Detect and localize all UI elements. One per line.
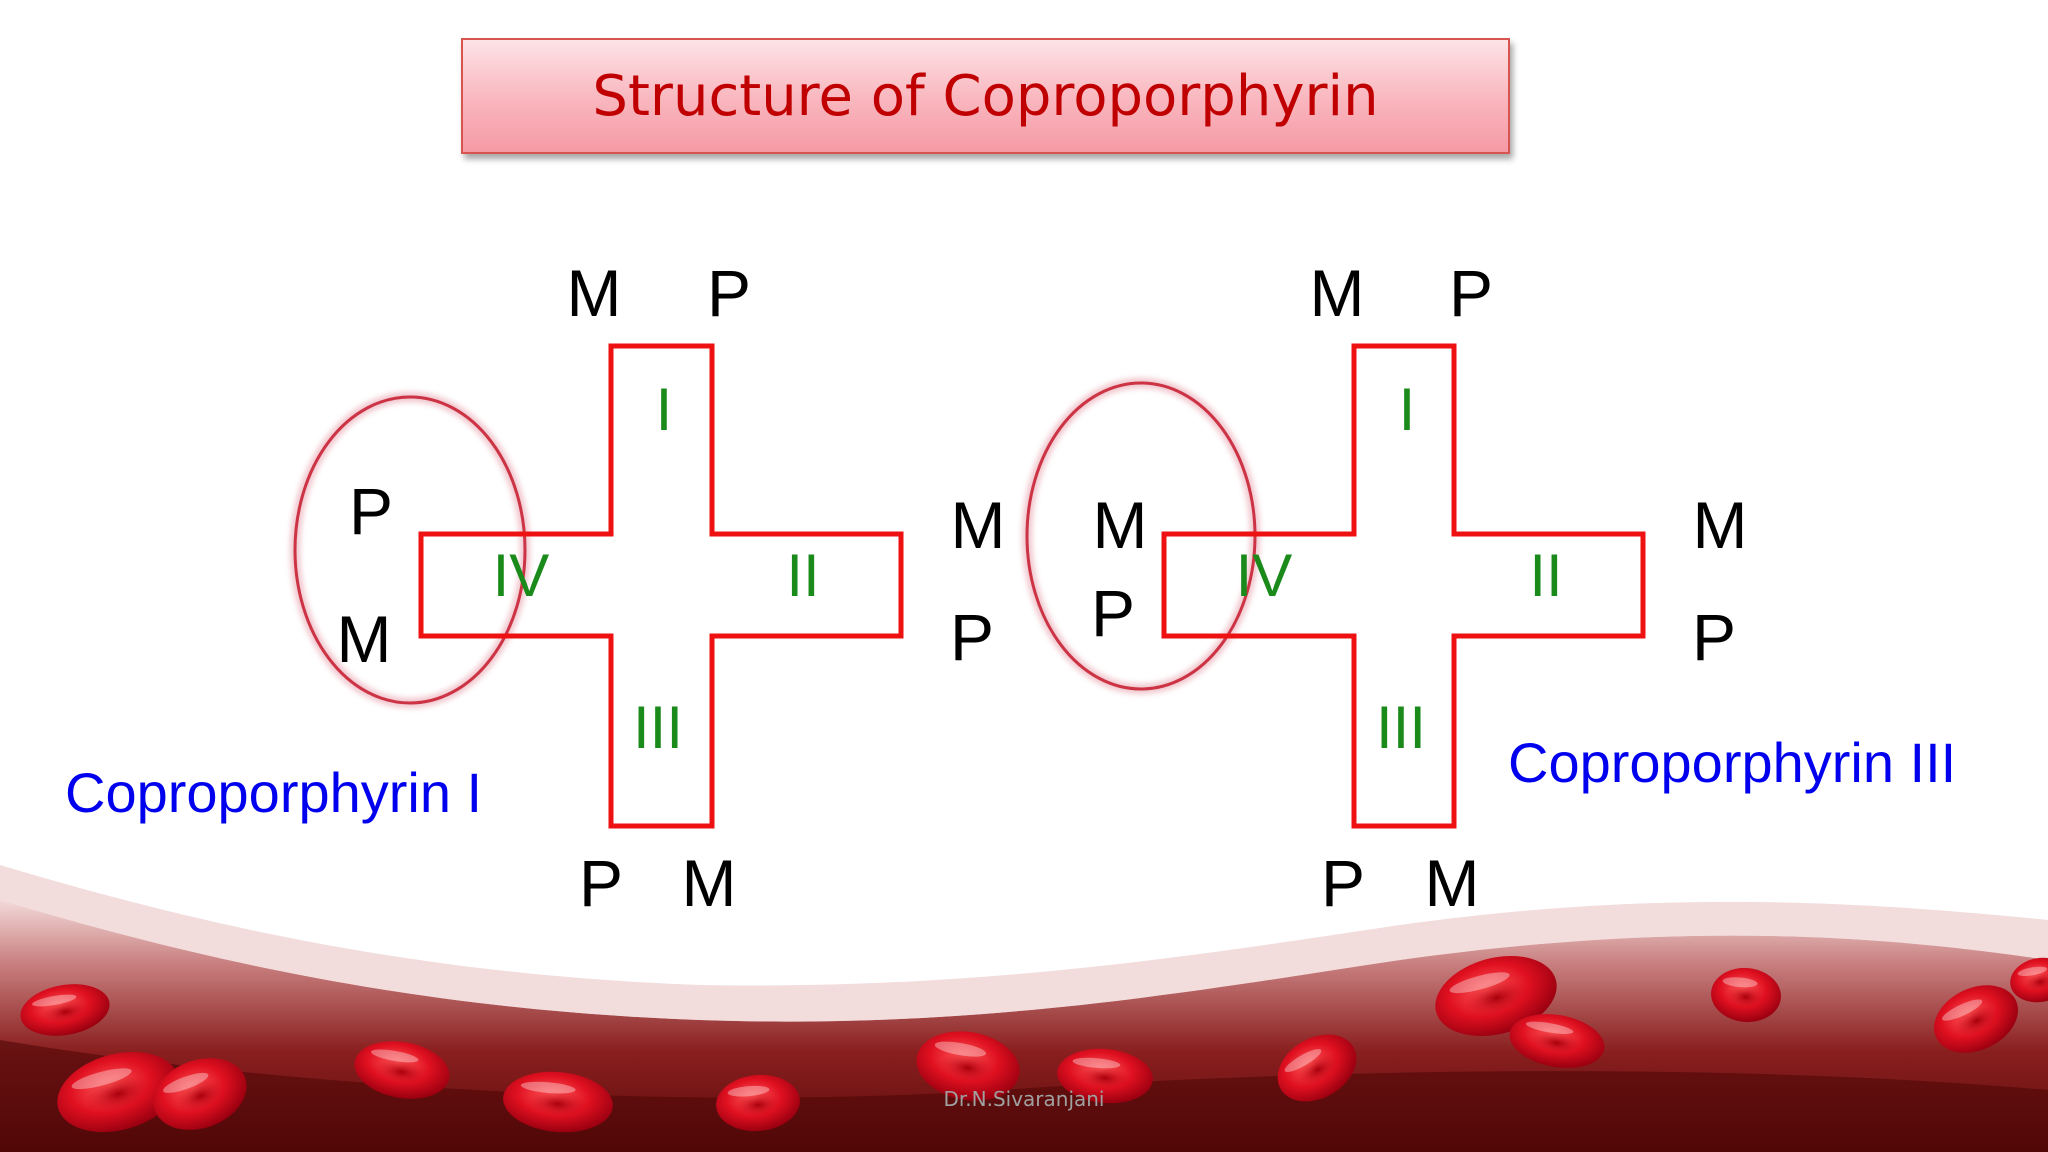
- red-blood-cell: [2010, 957, 2048, 1003]
- caption-coproporphyrin-iii: Coproporphyrin III: [1508, 731, 1956, 794]
- red-blood-cell: [354, 1041, 450, 1099]
- substituent-right-top: M: [951, 488, 1006, 562]
- ring-label-ii: II: [1529, 542, 1562, 609]
- red-blood-cell: [1711, 967, 1781, 1023]
- substituent-bottom-right: M: [682, 846, 737, 920]
- substituent-top-right: P: [1449, 256, 1493, 330]
- substituent-left-bottom: M: [337, 602, 392, 676]
- red-blood-cell: [153, 1058, 247, 1130]
- substituent-left-top: M: [1093, 488, 1148, 562]
- substituent-right-top: M: [1693, 488, 1748, 562]
- coproporphyrin-i-diagram: I II III IV M P M P P M P M Coproporphyr…: [65, 256, 1005, 920]
- ring-label-iv: IV: [493, 542, 550, 609]
- red-blood-cell: [1057, 1048, 1153, 1104]
- blood-cells: [20, 955, 2048, 1133]
- red-blood-cell: [57, 1051, 179, 1133]
- highlight-ellipse: [293, 395, 527, 705]
- ring-label-iv: IV: [1236, 542, 1293, 609]
- coproporphyrin-iii-diagram: I II III IV M P M P P M M P Coproporphyr…: [1022, 256, 1956, 920]
- slide-title-box: Structure of Coproporphyrin: [461, 38, 1510, 154]
- porphyrin-cross: [1161, 343, 1646, 829]
- red-blood-cell: [716, 1074, 800, 1132]
- substituent-bottom-left: P: [579, 846, 623, 920]
- red-blood-cell: [503, 1071, 613, 1133]
- ring-label-iii: III: [633, 694, 683, 761]
- substituent-bottom-left: P: [1321, 846, 1365, 920]
- ring-label-i: I: [1399, 376, 1416, 443]
- ring-label-ii: II: [786, 542, 819, 609]
- red-blood-cell: [1277, 1034, 1357, 1102]
- red-blood-cell: [1509, 1014, 1605, 1068]
- substituent-right-bottom: P: [1692, 600, 1736, 674]
- red-blood-cell: [20, 984, 110, 1036]
- porphyrin-cross: [418, 343, 904, 829]
- substituent-left-top: P: [349, 474, 393, 548]
- substituent-left-bottom: P: [1091, 576, 1135, 650]
- ring-label-i: I: [656, 376, 673, 443]
- ring-label-iii: III: [1376, 694, 1426, 761]
- substituent-top-left: M: [567, 256, 622, 330]
- red-blood-cell: [916, 1031, 1020, 1101]
- substituent-top-left: M: [1310, 256, 1365, 330]
- substituent-right-bottom: P: [950, 600, 994, 674]
- red-blood-cell: [1934, 985, 2018, 1053]
- caption-coproporphyrin-i: Coproporphyrin I: [65, 761, 482, 824]
- substituent-top-right: P: [707, 256, 751, 330]
- slide-title: Structure of Coproporphyrin: [592, 63, 1379, 129]
- substituent-bottom-right: M: [1425, 846, 1480, 920]
- author-credit: Dr.N.Sivaranjani: [943, 1087, 1104, 1111]
- red-blood-cell: [1435, 955, 1557, 1037]
